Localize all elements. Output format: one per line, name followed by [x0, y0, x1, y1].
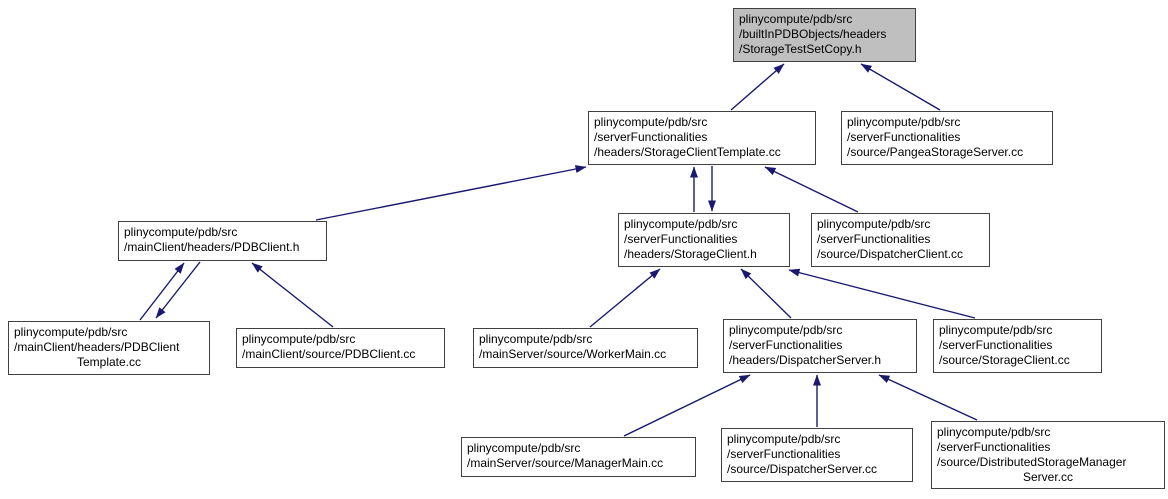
node-label-line: /serverFunctionalities — [847, 130, 961, 144]
node-label-line: /StorageTestSetCopy.h — [739, 42, 862, 56]
node-label-line: /source/DistributedStorageManager — [937, 455, 1127, 469]
node-label-line: plinycompute/pdb/src — [817, 217, 931, 231]
node-label-line: /serverFunctionalities — [624, 232, 738, 246]
edge-dispatcher-client-cc-to-storage-client-template-cc — [764, 166, 859, 213]
node-label-line: /serverFunctionalities — [939, 338, 1053, 352]
node-label-line: Server.cc — [1022, 470, 1073, 484]
node-worker-main-cc[interactable]: plinycompute/pdb/src /mainServer/source/… — [473, 328, 698, 368]
node-label-line: plinycompute/pdb/src — [729, 323, 843, 337]
node-storage-client-cc[interactable]: plinycompute/pdb/src /serverFunctionalit… — [933, 319, 1102, 373]
node-label-line: plinycompute/pdb/src — [467, 441, 581, 455]
edge-pdb-client-cc-to-pdb-client-h — [251, 262, 334, 328]
edge-storage-client-template-cc-to-storage-test-set-copy-h — [730, 63, 785, 111]
node-label-line: /source/DispatcherClient.cc — [817, 247, 964, 261]
node-pangea-storage-server-cc[interactable]: plinycompute/pdb/src /serverFunctionalit… — [841, 111, 1053, 165]
node-storage-test-set-copy-h[interactable]: plinycompute/pdb/src /builtInPDBObjects/… — [733, 8, 916, 62]
node-label-line: plinycompute/pdb/src — [124, 225, 238, 239]
node-label-line: /builtInPDBObjects/headers — [739, 27, 887, 41]
node-label-line: /headers/StorageClient.h — [624, 247, 757, 261]
node-pdb-client-template-cc[interactable]: plinycompute/pdb/src /mainClient/headers… — [8, 321, 210, 375]
node-label-line: /serverFunctionalities — [727, 447, 841, 461]
node-pdb-client-cc[interactable]: plinycompute/pdb/src /mainClient/source/… — [236, 328, 445, 368]
node-dispatcher-server-h[interactable]: plinycompute/pdb/src /serverFunctionalit… — [723, 319, 917, 373]
node-manager-main-cc[interactable]: plinycompute/pdb/src /mainServer/source/… — [461, 437, 696, 477]
node-label-line: plinycompute/pdb/src — [727, 432, 841, 446]
node-label-line: /mainClient/source/PDBClient.cc — [242, 347, 416, 361]
node-label-line: /source/DispatcherServer.cc — [727, 462, 878, 476]
node-label-line: /headers/DispatcherServer.h — [729, 353, 882, 367]
node-label-line: plinycompute/pdb/src — [594, 115, 708, 129]
node-label-line: plinycompute/pdb/src — [739, 12, 853, 26]
node-label-line: plinycompute/pdb/src — [937, 425, 1051, 439]
node-label-line: /mainClient/headers/PDBClient — [14, 340, 180, 354]
edge-dispatcher-server-h-to-storage-client-h — [740, 268, 792, 319]
node-label-line: /headers/StorageClientTemplate.cc — [594, 145, 781, 159]
edge-pdb-client-h-to-pdb-client-template-cc — [155, 261, 201, 319]
edge-worker-main-cc-to-storage-client-h — [589, 268, 661, 328]
node-label-line: /mainServer/source/ManagerMain.cc — [467, 456, 664, 470]
node-dispatcher-server-cc[interactable]: plinycompute/pdb/src /serverFunctionalit… — [721, 428, 913, 482]
node-label-line: /source/StorageClient.cc — [939, 353, 1070, 367]
edge-pdb-client-template-cc-to-pdb-client-h — [139, 262, 185, 321]
edge-manager-main-cc-to-dispatcher-server-h — [623, 374, 751, 437]
node-label-line: /serverFunctionalities — [594, 130, 708, 144]
node-label-line: /serverFunctionalities — [937, 440, 1051, 454]
node-label-line: plinycompute/pdb/src — [624, 217, 738, 231]
node-dispatcher-client-cc[interactable]: plinycompute/pdb/src /serverFunctionalit… — [811, 213, 990, 267]
node-storage-client-template-cc[interactable]: plinycompute/pdb/src /serverFunctionalit… — [588, 111, 816, 165]
node-label-line: /source/PangeaStorageServer.cc — [847, 145, 1024, 159]
edge-storage-client-cc-to-storage-client-h — [788, 268, 976, 319]
node-label-line: /mainClient/headers/PDBClient.h — [124, 240, 300, 254]
node-label-line: Template.cc — [76, 355, 142, 369]
node-label-line: plinycompute/pdb/src — [479, 332, 593, 346]
node-label-line: /mainServer/source/WorkerMain.cc — [479, 347, 667, 361]
edge-pdb-client-h-to-storage-client-template-cc — [315, 165, 587, 221]
edge-distributed-storage-manager-server-cc-to-dispatcher-server-h — [878, 374, 978, 421]
node-label-line: plinycompute/pdb/src — [14, 325, 128, 339]
node-storage-client-h[interactable]: plinycompute/pdb/src /serverFunctionalit… — [618, 213, 790, 267]
node-label-line: plinycompute/pdb/src — [939, 323, 1053, 337]
node-label-line: /serverFunctionalities — [817, 232, 931, 246]
node-label-line: plinycompute/pdb/src — [242, 332, 356, 346]
node-label-line: plinycompute/pdb/src — [847, 115, 961, 129]
node-pdb-client-h[interactable]: plinycompute/pdb/src /mainClient/headers… — [118, 221, 327, 261]
node-label-line: /serverFunctionalities — [729, 338, 843, 352]
edge-pangea-storage-server-cc-to-storage-test-set-copy-h — [860, 63, 941, 111]
node-distributed-storage-manager-server-cc[interactable]: plinycompute/pdb/src /serverFunctionalit… — [931, 421, 1165, 489]
